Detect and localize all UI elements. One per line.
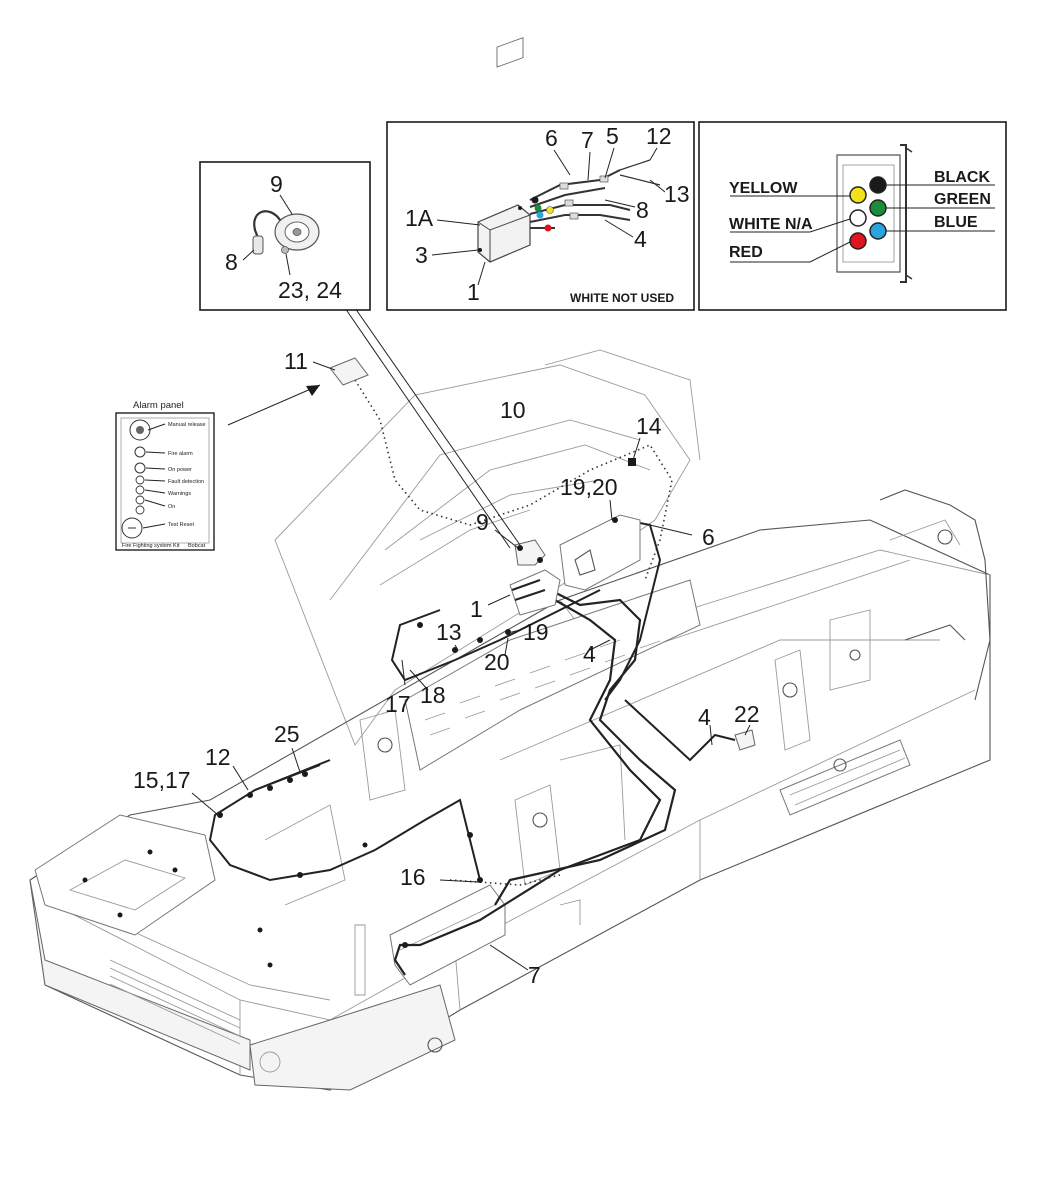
harness-components (217, 357, 756, 948)
wire-dot-black (869, 176, 887, 194)
alarm-row-3: On power (168, 467, 192, 473)
box-callout-13: 13 (664, 181, 690, 207)
callout-19: 19 (523, 619, 549, 645)
wire-dot-green (869, 199, 887, 217)
horn-inset: 9 8 23, 24 (199, 161, 371, 311)
legend-yellow: YELLOW (729, 180, 798, 197)
alarm-row-7: Test Reset (168, 522, 194, 528)
callout-10: 10 (500, 397, 526, 423)
box-callout-4: 4 (634, 226, 647, 252)
white-not-used-note: WHITE NOT USED (570, 291, 674, 305)
wire-dot-blue (869, 222, 887, 240)
legend-blue: BLUE (934, 214, 978, 231)
control-box-inset: 6 7 5 12 13 8 4 1A 3 1 WHITE NOT USED (386, 37, 695, 311)
callout-4b: 4 (698, 704, 711, 730)
callout-6: 6 (702, 524, 715, 550)
callout-11: 11 (284, 348, 308, 374)
box-callout-8: 8 (636, 197, 649, 223)
callout-20: 20 (484, 649, 510, 675)
legend-white: WHITE N/A (729, 216, 813, 233)
wire-color-legend: YELLOW WHITE N/A RED BLACK GREEN BLUE (698, 121, 1007, 311)
box-callout-5: 5 (606, 123, 619, 149)
box-callout-7: 7 (581, 127, 594, 153)
alarm-row-5: Warnings (168, 491, 191, 497)
alarm-panel-inset: Alarm panel Manual release Fire alarm On… (115, 400, 215, 551)
wire-dot-white (849, 209, 867, 227)
horn-callout-23-24: 23, 24 (278, 277, 342, 303)
callout-16: 16 (400, 864, 426, 890)
callout-12: 12 (205, 744, 231, 770)
alarm-panel-brand: Bobcat (188, 543, 206, 549)
main-callouts: 11 10 14 19,20 6 9 1 13 19 20 4 17 18 4 … (133, 348, 760, 988)
box-callout-6: 6 (545, 125, 558, 151)
alarm-row-1: Manual release (168, 422, 206, 428)
callout-15-17: 15,17 (133, 767, 191, 793)
legend-red: RED (729, 244, 763, 261)
callout-18: 18 (420, 682, 446, 708)
wire-dot-red (849, 232, 867, 250)
callout-4a: 4 (583, 641, 596, 667)
horn-callout-9: 9 (270, 171, 283, 197)
callout-17: 17 (385, 691, 411, 717)
callout-25: 25 (274, 721, 300, 747)
callout-22: 22 (734, 701, 760, 727)
box-callout-1a: 1A (405, 205, 434, 231)
alarm-panel-title: Alarm panel (133, 400, 184, 411)
alarm-panel-footer: Fire Fighting system Kit (122, 543, 180, 549)
callout-14: 14 (636, 413, 662, 439)
callout-19-20: 19,20 (560, 474, 618, 500)
box-callout-1: 1 (467, 279, 480, 305)
box-callout-12: 12 (646, 123, 672, 149)
wire-dot-yellow (849, 186, 867, 204)
machine-frame-drawing (29, 349, 991, 1091)
alarm-row-4: Fault detection (168, 479, 204, 485)
callout-7: 7 (528, 962, 541, 988)
legend-black: BLACK (934, 169, 990, 186)
box-callout-3: 3 (415, 242, 428, 268)
alarm-row-6: On (168, 504, 175, 510)
legend-green: GREEN (934, 191, 991, 208)
horn-callout-8: 8 (225, 249, 238, 275)
leader-lines (191, 307, 751, 971)
alarm-row-2: Fire alarm (168, 451, 193, 457)
callout-13: 13 (436, 619, 462, 645)
callout-1: 1 (470, 596, 483, 622)
callout-9: 9 (476, 509, 489, 535)
